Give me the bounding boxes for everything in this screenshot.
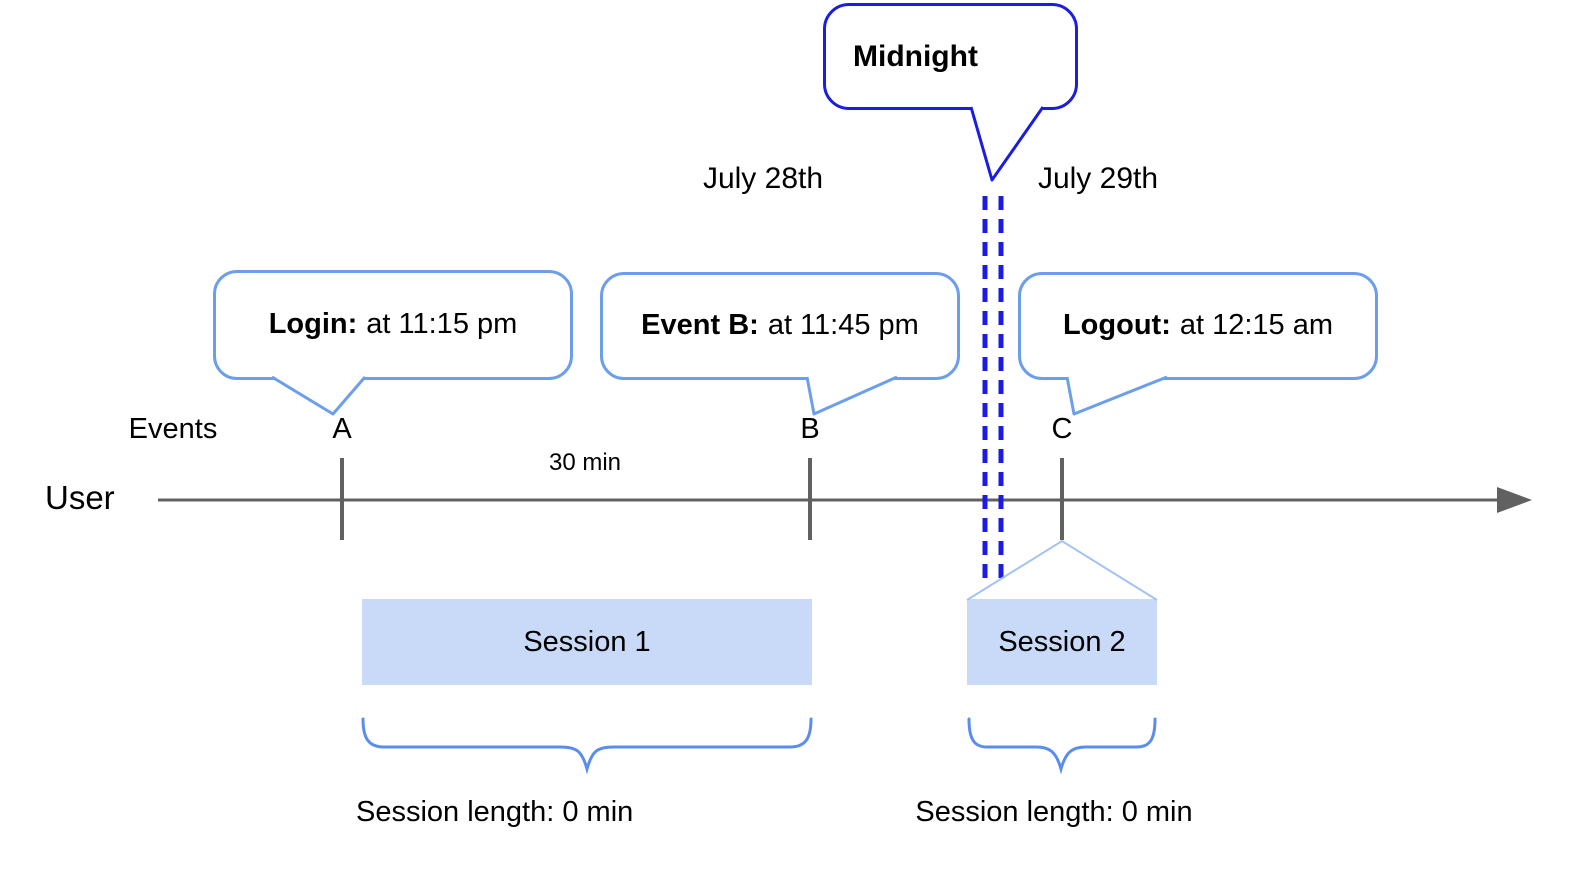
login-bubble-text: Login: at 11:15 pm — [216, 273, 570, 377]
event-b-bubble: Event B: at 11:45 pm — [600, 272, 960, 380]
session-2-label: Session 2 — [998, 625, 1126, 658]
logout-bubble-text: Logout: at 12:15 am — [1021, 275, 1375, 377]
logout-bubble: Logout: at 12:15 am — [1018, 272, 1378, 380]
midnight-bubble: Midnight — [823, 3, 1078, 110]
event-b-bubble-tail — [805, 375, 898, 416]
event-b-bubble-detail: at 11:45 pm — [767, 309, 919, 342]
event-marker-label-b: B — [800, 413, 820, 445]
session-1-label: Session 1 — [523, 625, 651, 658]
login-bubble-tail — [271, 375, 367, 416]
session-1-box: Session 1 — [362, 599, 812, 685]
session-1-length-label: Session length: 0 min — [356, 796, 634, 828]
login-bubble: Login: at 11:15 pm — [213, 270, 573, 380]
interval-label-30-min: 30 min — [548, 449, 622, 476]
date-label-july-29: July 29th — [1037, 162, 1159, 195]
user-row-label: User — [45, 479, 115, 516]
session-1-brace — [361, 717, 813, 775]
events-row-label: Events — [128, 413, 218, 445]
event-b-bubble-text: Event B: at 11:45 pm — [603, 275, 957, 377]
logout-bubble-title: Logout: — [1062, 309, 1171, 342]
session-2-length-label: Session length: 0 min — [915, 796, 1193, 828]
session-2-brace — [967, 717, 1157, 775]
event-marker-label-c: C — [1051, 413, 1073, 445]
midnight-bubble-label: Midnight — [853, 39, 978, 73]
login-bubble-detail: at 11:15 pm — [366, 308, 518, 341]
session-2-wedge — [966, 539, 1158, 601]
event-marker-label-a: A — [332, 413, 352, 445]
timeline-arrowhead-icon — [1497, 487, 1532, 513]
login-bubble-title: Login: — [268, 308, 358, 341]
date-label-july-28: July 28th — [702, 162, 824, 195]
event-b-bubble-title: Event B: — [641, 309, 759, 342]
session-2-box: Session 2 — [967, 599, 1157, 685]
logout-bubble-tail — [1065, 375, 1168, 416]
logout-bubble-detail: at 12:15 am — [1179, 309, 1334, 342]
